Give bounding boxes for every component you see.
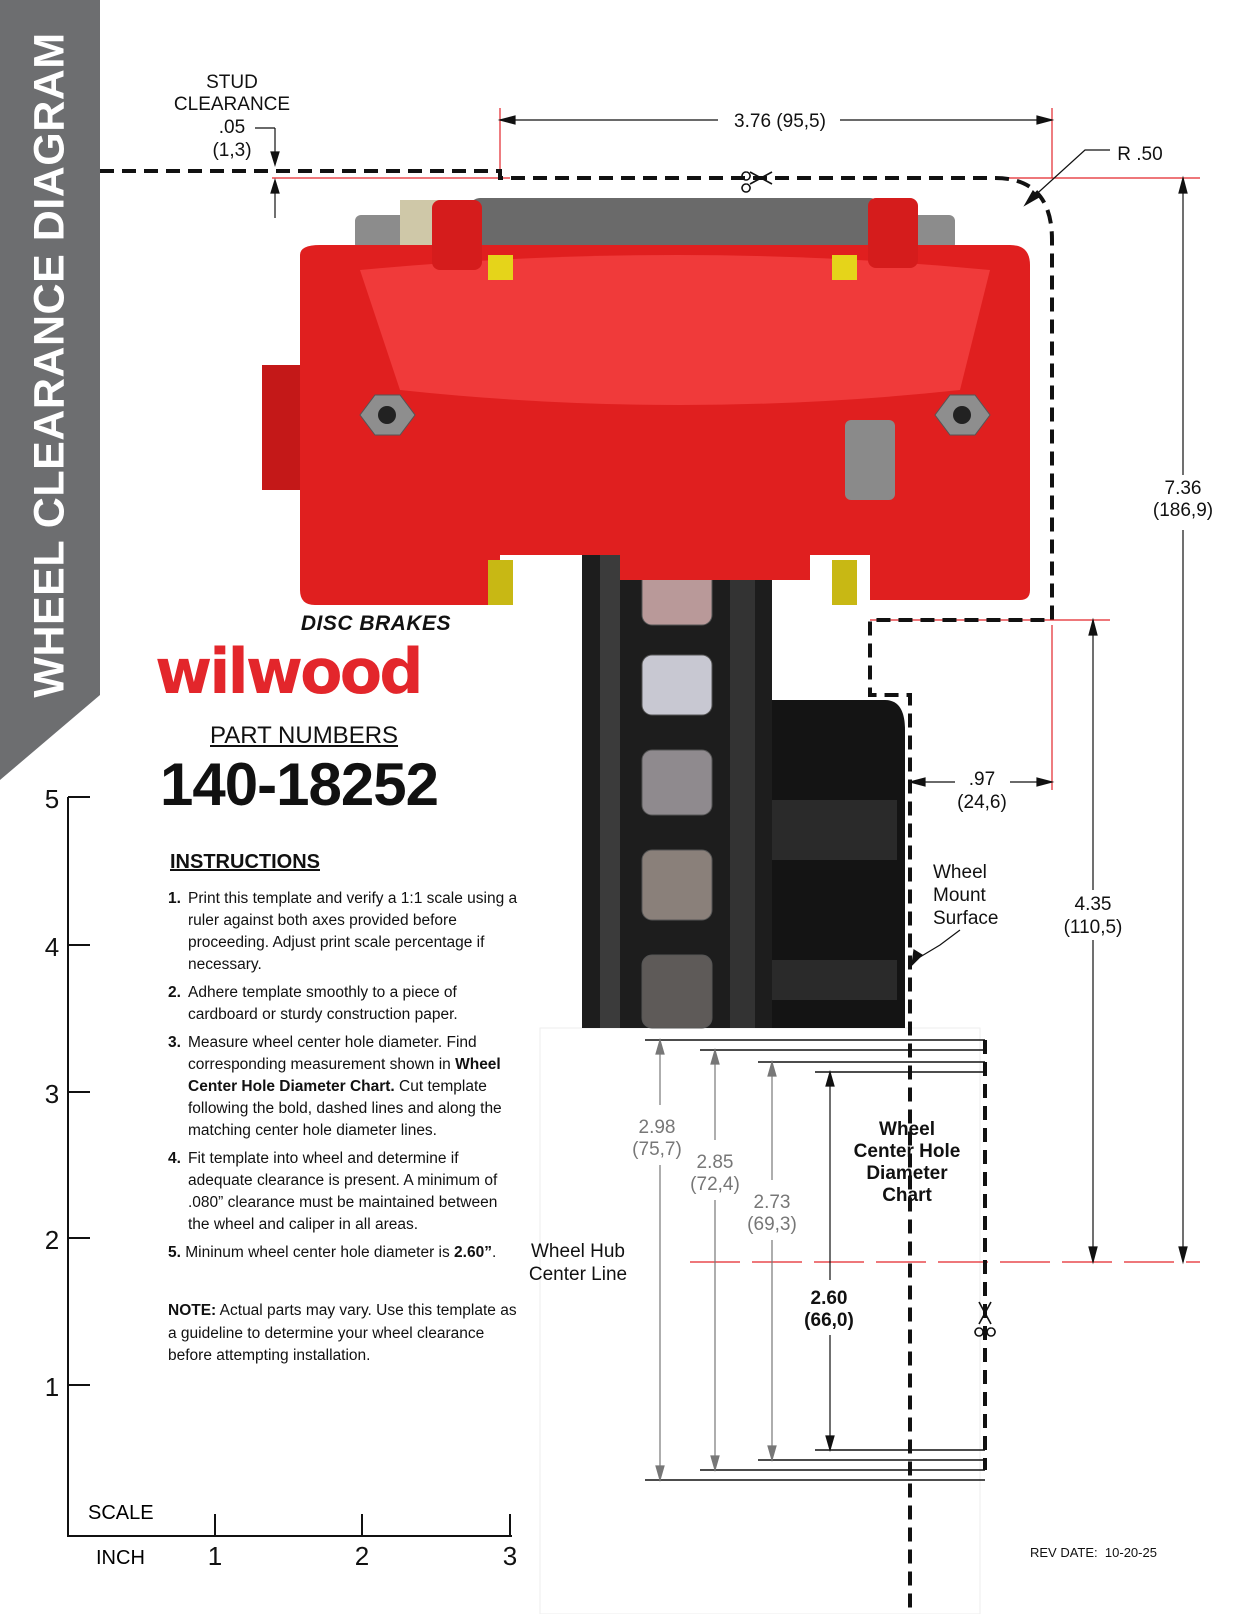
instructions-block: INSTRUCTIONS 1. Print this template and v…	[168, 850, 523, 1368]
item-number: 3.	[168, 1034, 181, 1051]
ruler-tick-h2: 2	[355, 1541, 369, 1571]
rev-date-value: 10-20-25	[1104, 1545, 1157, 1560]
title-banner	[0, 0, 100, 780]
ruler-tick-5: 5	[45, 784, 59, 814]
logo-sub: DISC BRAKES	[300, 612, 451, 635]
banner-title: WHEEL CLEARANCE DIAGRAM	[25, 32, 74, 698]
hub-highlight	[772, 960, 897, 1000]
center-hole-chart-lines	[645, 1039, 985, 1481]
instructions-list: 1. Print this template and verify a 1:1 s…	[168, 888, 523, 1264]
item-text: Mininum wheel center hole diameter is	[185, 1244, 455, 1261]
part-number: 140-18252	[160, 751, 439, 818]
item-text: Measure wheel center hole diameter. Find…	[188, 1034, 477, 1073]
hub-center-label: Wheel Hub	[531, 1241, 625, 1262]
ruler-tick-h3: 3	[503, 1541, 517, 1571]
item-text: Adhere template smoothly to a piece of c…	[188, 984, 458, 1023]
stud-clearance-mm: (1,3)	[212, 140, 251, 161]
ruler-tick-h1: 1	[208, 1541, 222, 1571]
note-label: NOTE:	[168, 1302, 217, 1319]
center-hole-arrows	[655, 1037, 835, 1483]
item-number: 5.	[168, 1244, 181, 1261]
ruler-tick-2: 2	[45, 1225, 59, 1255]
item-text: Print this template and verify a 1:1 sca…	[188, 890, 518, 973]
item-text-bold: Wheel Center Hole Diameter Chart.	[188, 1056, 501, 1095]
size-in: 2.73	[754, 1192, 791, 1213]
chart-title-line: Chart	[882, 1185, 932, 1206]
item-number: 2.	[168, 984, 181, 1001]
dimension-labels: STUD CLEARANCE .05 (1,3) 3.76 (95,5) R .…	[174, 72, 1213, 1285]
total-height-mm: (186,9)	[1153, 500, 1213, 521]
wilwood-logo: DISC BRAKES wilwood	[155, 612, 465, 707]
ruler-labels: 5 4 3 2 1 1 2 3	[45, 784, 517, 1571]
rev-date: REV DATE: 10-20-25	[1030, 1545, 1157, 1560]
size-mm: (66,0)	[804, 1310, 854, 1331]
note-text: Actual parts may vary. Use this template…	[168, 1302, 517, 1364]
size-mm: (75,7)	[632, 1139, 682, 1160]
width-dimension: 3.76 (95,5)	[734, 111, 826, 132]
instructions-title: INSTRUCTIONS	[170, 851, 320, 873]
scale-label: SCALE	[88, 1502, 154, 1524]
chart-title-line: Diameter	[866, 1163, 948, 1184]
ruler-tick-3: 3	[45, 1079, 59, 1109]
cut-line	[100, 169, 1054, 1614]
size-mm: (72,4)	[690, 1174, 740, 1195]
hub-white-panel	[539, 1027, 981, 1614]
hub-highlight	[772, 800, 897, 860]
item-text: Cut template following the bold, dashed …	[188, 1078, 502, 1139]
chart-title-line: Wheel	[879, 1119, 935, 1140]
rotor-face	[730, 500, 755, 1028]
size-in: 2.98	[639, 1117, 676, 1138]
scissors-icon	[974, 1301, 996, 1337]
caliper	[262, 198, 1030, 605]
size-mm: (69,3)	[747, 1214, 797, 1235]
size-in: 2.60	[811, 1288, 848, 1309]
scissors-icon	[741, 171, 773, 193]
offset-mm: (24,6)	[957, 792, 1007, 813]
wheel-mount-label: Surface	[933, 908, 998, 929]
instruction-item: 2. Adhere template smoothly to a piece of…	[168, 982, 523, 1026]
ruler-tick-1: 1	[45, 1372, 59, 1402]
item-number: 1.	[168, 890, 181, 907]
part-numbers-label: PART NUMBERS	[210, 722, 399, 749]
hub-height-mm: (110,5)	[1064, 917, 1123, 938]
wheel-mount-label: Mount	[933, 885, 987, 906]
wheel-mount-label: Wheel	[933, 862, 987, 883]
radius-dimension: R .50	[1117, 144, 1162, 165]
instruction-item: 1. Print this template and verify a 1:1 s…	[168, 888, 523, 976]
scale-ruler	[67, 796, 512, 1537]
instruction-item: 4. Fit template into wheel and determine …	[168, 1148, 523, 1236]
inch-label: INCH	[96, 1547, 145, 1569]
stud-clearance-label: STUD	[206, 72, 258, 93]
item-text: Fit template into wheel and determine if…	[188, 1150, 498, 1233]
chart-title: Wheel Center Hole Diameter Chart	[854, 1119, 961, 1206]
instruction-item: 5. Mininum wheel center hole diameter is…	[168, 1242, 523, 1264]
chart-size-labels: 2.98 (75,7) 2.85 (72,4) 2.73 (69,3) 2.60…	[632, 1117, 854, 1331]
stud-clearance-in: .05	[219, 117, 245, 138]
size-in: 2.85	[697, 1152, 734, 1173]
hub-center-label: Center Line	[529, 1264, 627, 1285]
item-text: .	[491, 1244, 497, 1261]
offset-in: .97	[969, 769, 995, 790]
chart-title-line: Center Hole	[854, 1141, 961, 1162]
item-text-bold: 2.60”	[454, 1244, 492, 1261]
ruler-tick-4: 4	[45, 932, 59, 962]
note: NOTE: Actual parts may vary. Use this te…	[168, 1300, 523, 1368]
total-height-in: 7.36	[1165, 478, 1202, 499]
rev-label: REV DATE:	[1030, 1545, 1098, 1560]
item-number: 4.	[168, 1150, 181, 1167]
dimension-lines	[255, 115, 1188, 1265]
instruction-item: 3. Measure wheel center hole diameter. Fi…	[168, 1032, 523, 1142]
logo-word: wilwood	[155, 635, 424, 708]
rotor-face	[600, 500, 620, 1028]
stud-clearance-label: CLEARANCE	[174, 94, 290, 115]
hub-height-in: 4.35	[1075, 894, 1112, 915]
hub	[772, 700, 905, 1028]
